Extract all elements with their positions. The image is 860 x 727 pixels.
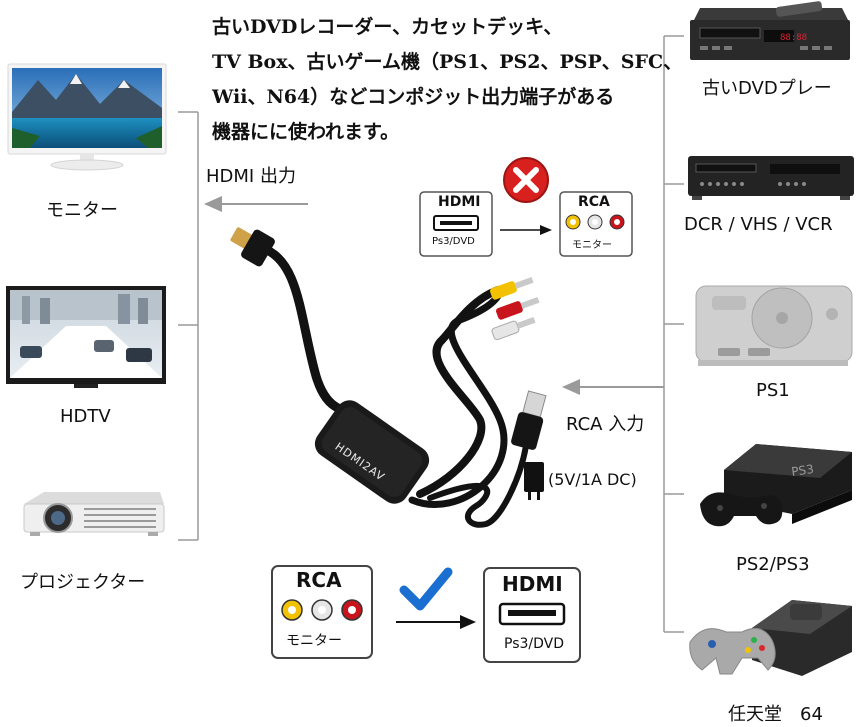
headline-line: Wii、N64）などコンポジット出力端子がある [212, 86, 615, 108]
dvd-player-icon: 88:88 [690, 1, 850, 60]
right-bracket [663, 35, 684, 633]
vcr-label: DCR / VHS / VCR [684, 214, 833, 235]
correct-to-sub: Ps3/DVD [504, 636, 565, 652]
rca-input-arrow [562, 379, 664, 395]
converter-box [314, 400, 430, 504]
ps1-console-icon [695, 285, 853, 366]
hdmi-output-label: HDMI 出力 [206, 166, 296, 187]
projector-label: プロジェクター [20, 572, 146, 593]
check-icon [399, 567, 453, 611]
wrong-to-sub: モニター [572, 240, 612, 251]
ps1-label: PS1 [756, 380, 790, 401]
hdtv-icon [6, 286, 166, 388]
correct-direction-diagram [271, 565, 581, 663]
hdmi-plug [230, 227, 275, 267]
correct-to-title: HDMI [502, 572, 563, 596]
power-adapter-icon [524, 462, 544, 500]
monitor-label: モニター [46, 200, 118, 221]
headline-text: 古いDVDレコーダー、カセットデッキ、 TV Box、古いゲーム機（PS1、PS… [212, 10, 683, 150]
power-label: (5V/1A DC) [548, 470, 637, 489]
headline-line: TV Box、古いゲーム機（PS1、PS2、PSP、SFC、 [212, 51, 683, 73]
correct-from-title: RCA [296, 568, 342, 592]
monitor-icon [7, 63, 167, 171]
dvd-player-label: 古いDVDプレー [702, 78, 832, 99]
rca-input-label: RCA 入力 [566, 414, 645, 435]
headline-line: 機器にに使われます。 [212, 121, 400, 143]
n64-label: 任天堂 64 [728, 704, 823, 725]
headline-line: 古いDVDレコーダー、カセットデッキ、 [212, 16, 563, 38]
wrong-from-sub: Ps3/DVD [432, 236, 475, 247]
ps3-console-icon: PS3 [700, 444, 852, 527]
svg-text:PS3: PS3 [790, 462, 814, 479]
cross-icon [503, 157, 549, 203]
correct-from-sub: モニター [286, 633, 342, 649]
wrong-from-title: HDMI [438, 194, 481, 210]
ps3-label: PS2/PS3 [736, 554, 810, 575]
wrong-direction-diagram [419, 191, 633, 257]
vcr-icon [688, 156, 854, 200]
rca-plugs [489, 276, 540, 341]
usb-plug [511, 390, 547, 450]
n64-console-icon [689, 600, 852, 676]
left-bracket [178, 111, 199, 541]
svg-text:88:88: 88:88 [780, 33, 807, 43]
hdmi-output-arrow [204, 196, 308, 212]
wrong-to-title: RCA [578, 194, 610, 210]
hdtv-label: HDTV [60, 406, 111, 427]
projector-icon [23, 492, 165, 536]
converter-cable [257, 243, 529, 528]
